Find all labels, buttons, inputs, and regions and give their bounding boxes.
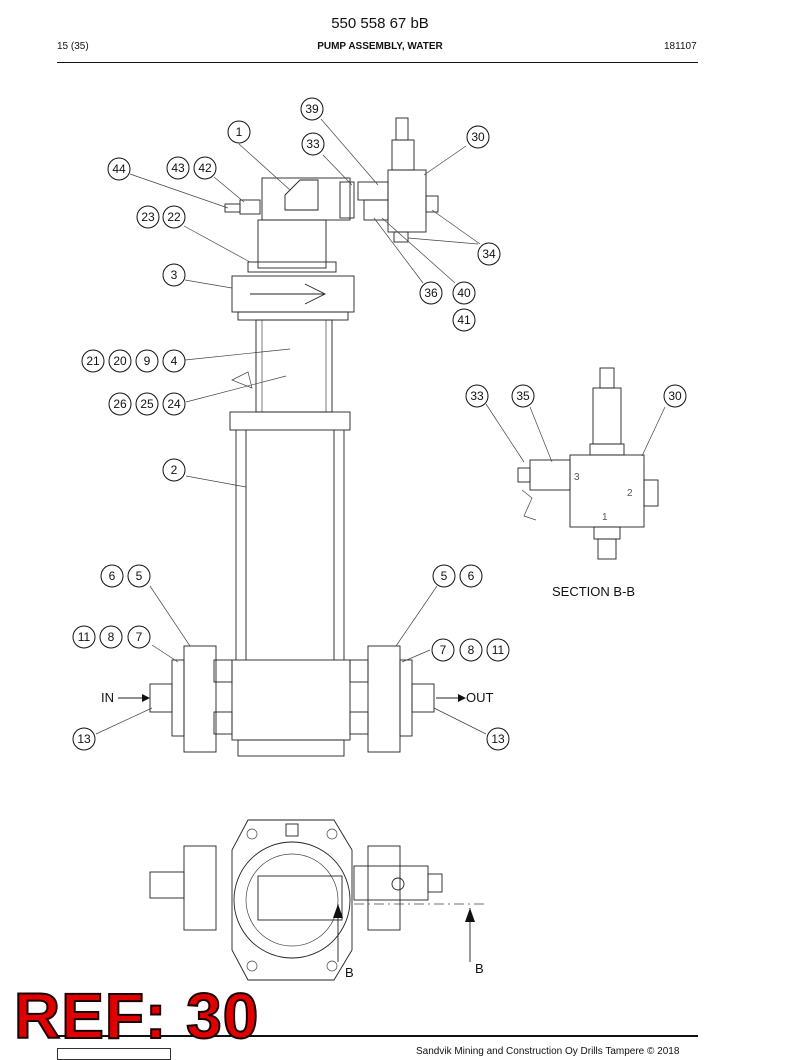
svg-text:40: 40 [457, 286, 471, 300]
callout-33: 33 [301, 132, 325, 156]
svg-text:21: 21 [86, 354, 100, 368]
callout-21: 21 [81, 349, 105, 373]
svg-text:11: 11 [492, 643, 505, 657]
callout-2: 2 [162, 458, 186, 482]
reference-overlay: REF: 30 [13, 980, 260, 1052]
svg-text:5: 5 [441, 569, 448, 583]
svg-text:11: 11 [78, 630, 91, 644]
out-label: OUT [466, 690, 494, 705]
svg-text:35: 35 [516, 389, 530, 403]
callout-30-section: 30 [663, 384, 687, 408]
callout-25: 25 [135, 392, 159, 416]
svg-text:36: 36 [424, 286, 438, 300]
svg-text:3: 3 [574, 472, 580, 483]
callout-35: 35 [511, 384, 535, 408]
svg-text:34: 34 [482, 247, 496, 261]
svg-text:13: 13 [77, 732, 91, 746]
callout-11-left: 11 [72, 625, 96, 649]
callout-6-left: 6 [100, 564, 124, 588]
callout-13-right: 13 [486, 727, 510, 751]
callout-7-left: 7 [127, 625, 151, 649]
svg-text:7: 7 [136, 630, 143, 644]
date-code: 181107 [664, 41, 697, 52]
svg-text:22: 22 [167, 210, 181, 224]
callout-22: 22 [162, 205, 186, 229]
callout-4: 4 [162, 349, 186, 373]
svg-text:1: 1 [602, 512, 608, 523]
callout-34: 34 [477, 242, 501, 266]
svg-text:8: 8 [108, 630, 115, 644]
callout-8-left: 8 [99, 625, 123, 649]
callout-5-right: 5 [432, 564, 456, 588]
in-label: IN [101, 690, 114, 705]
svg-text:24: 24 [167, 397, 181, 411]
callout-33-section: 33 [465, 384, 489, 408]
callout-43: 43 [166, 156, 190, 180]
svg-text:20: 20 [113, 354, 127, 368]
svg-text:30: 30 [668, 389, 682, 403]
svg-text:26: 26 [113, 397, 127, 411]
callout-13-left: 13 [72, 727, 96, 751]
svg-text:2: 2 [627, 488, 633, 499]
svg-text:7: 7 [440, 643, 447, 657]
callout-41: 41 [452, 308, 476, 332]
svg-text:44: 44 [112, 162, 126, 176]
callout-1: 1 [227, 120, 251, 144]
callout-3: 3 [162, 263, 186, 287]
callout-20: 20 [108, 349, 132, 373]
svg-text:33: 33 [470, 389, 484, 403]
svg-text:9: 9 [144, 354, 151, 368]
svg-text:3: 3 [171, 268, 178, 282]
svg-text:23: 23 [141, 210, 155, 224]
svg-text:6: 6 [468, 569, 475, 583]
callout-9: 9 [135, 349, 159, 373]
callout-23: 23 [136, 205, 160, 229]
callout-26: 26 [108, 392, 132, 416]
svg-text:8: 8 [468, 643, 475, 657]
document-number: 550 558 67 bB [331, 15, 429, 32]
callout-44: 44 [107, 157, 131, 181]
callout-24: 24 [162, 392, 186, 416]
document-title: PUMP ASSEMBLY, WATER [317, 41, 443, 52]
svg-text:39: 39 [305, 102, 319, 116]
callout-7-right: 7 [431, 638, 455, 662]
svg-text:25: 25 [140, 397, 154, 411]
svg-text:43: 43 [171, 161, 185, 175]
callout-8-right: 8 [459, 638, 483, 662]
copyright-text: Sandvik Mining and Construction Oy Drill… [416, 1046, 680, 1057]
svg-text:42: 42 [198, 161, 212, 175]
section-label: SECTION B-B [552, 584, 635, 599]
callout-11-right: 11 [486, 638, 510, 662]
svg-text:33: 33 [306, 137, 320, 151]
callout-40: 40 [452, 281, 476, 305]
header-rule [57, 62, 698, 63]
svg-text:41: 41 [457, 313, 471, 327]
callout-5-left: 5 [127, 564, 151, 588]
section-marker-right: B [475, 961, 484, 976]
callout-39: 39 [300, 97, 324, 121]
svg-text:6: 6 [109, 569, 116, 583]
page-number: 15 (35) [57, 41, 89, 52]
svg-text:2: 2 [171, 463, 178, 477]
svg-text:1: 1 [236, 125, 243, 139]
section-marker-left: B [345, 965, 354, 980]
svg-text:30: 30 [471, 130, 485, 144]
callout-36: 36 [419, 281, 443, 305]
callout-30: 30 [466, 125, 490, 149]
callout-42: 42 [193, 156, 217, 180]
footer-rule [57, 1035, 698, 1037]
callout-6-right: 6 [459, 564, 483, 588]
svg-text:4: 4 [171, 354, 178, 368]
svg-text:5: 5 [136, 569, 143, 583]
svg-text:13: 13 [491, 732, 505, 746]
